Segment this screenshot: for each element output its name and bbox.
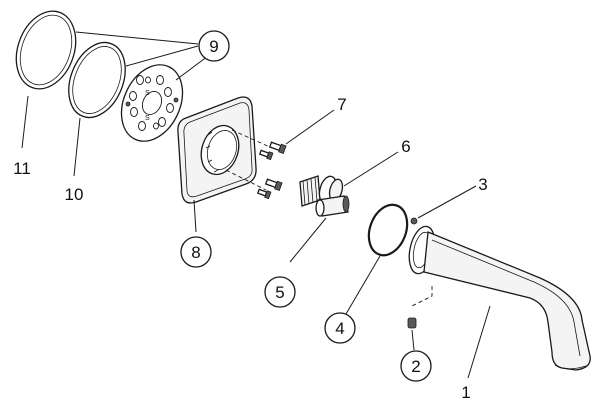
callout-1-label: 1 xyxy=(461,383,470,402)
part-11-outer-ring xyxy=(15,10,77,90)
callout-8-label: 8 xyxy=(191,243,200,262)
part-3-set-screw xyxy=(410,217,418,225)
part-5-connector xyxy=(315,195,350,217)
part-1-spout xyxy=(408,225,591,371)
callout-2: 2 xyxy=(400,350,432,382)
callout-8: 8 xyxy=(180,236,212,268)
callout-10-label: 10 xyxy=(65,185,84,204)
callout-5: 5 xyxy=(264,276,296,308)
screw-axis-upper xyxy=(231,129,273,149)
callout-9-label: 9 xyxy=(209,37,218,56)
part-2-grub-screw xyxy=(407,286,433,329)
callout-4-label: 4 xyxy=(335,319,344,338)
part-9-mounting-plate: S S xyxy=(120,64,184,142)
callout-7-label: 7 xyxy=(337,95,346,114)
callout-4: 4 xyxy=(324,312,356,344)
callout-9: 9 xyxy=(198,30,230,62)
rosette-mark-bottom: S xyxy=(145,115,150,122)
part-10-seal-ring xyxy=(68,41,126,119)
rosette-mark-top: S xyxy=(145,90,150,97)
callout-11-label: 11 xyxy=(13,159,31,178)
callout-3-label: 3 xyxy=(478,175,487,194)
part-8-square-cover xyxy=(177,96,257,204)
callout-2-label: 2 xyxy=(411,357,420,376)
screw-axis-lower xyxy=(225,169,267,191)
part-6-threaded-adapter xyxy=(299,175,344,207)
part-4-o-ring xyxy=(367,203,409,257)
callout-5-label: 5 xyxy=(275,283,284,302)
part-7-screws xyxy=(256,141,287,200)
leader-lines xyxy=(21,31,491,379)
callout-6-label: 6 xyxy=(401,137,410,156)
